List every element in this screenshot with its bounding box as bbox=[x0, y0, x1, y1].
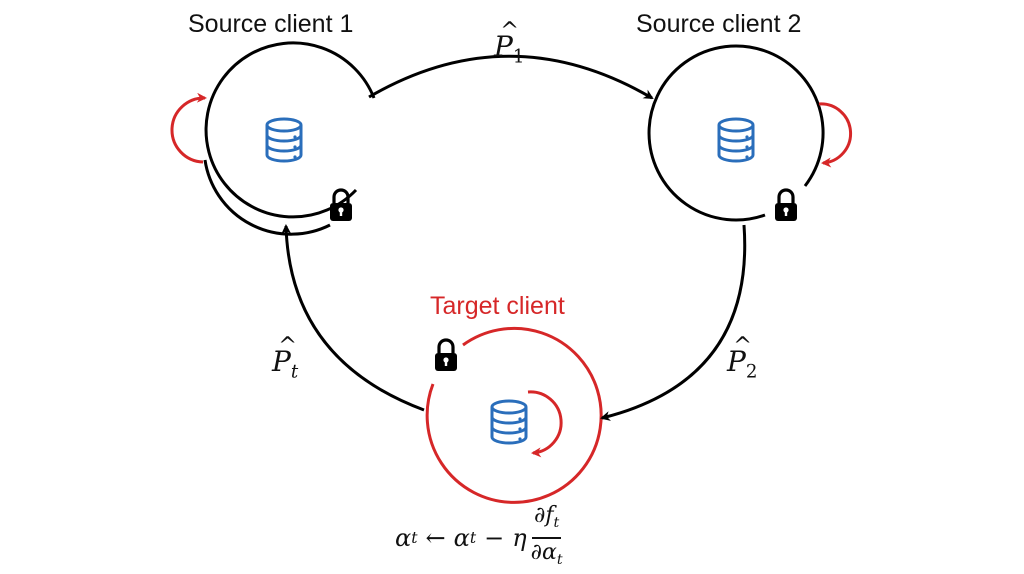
self-loop-arrow bbox=[818, 102, 853, 168]
edge-symbol: P bbox=[727, 333, 752, 378]
formula-num-sub: t bbox=[553, 515, 560, 531]
edge-subscript: 1 bbox=[512, 46, 525, 68]
database-icon bbox=[490, 399, 528, 445]
lock-icon bbox=[773, 188, 799, 223]
edge-label-p2: P2 bbox=[727, 333, 758, 383]
edge-label-p1: P1 bbox=[494, 18, 525, 68]
node-circle bbox=[204, 41, 376, 219]
label-source-client-2: Source client 2 bbox=[636, 10, 802, 38]
formula-fraction: ∂ft ∂αt bbox=[531, 502, 563, 574]
formula-rhs: α bbox=[453, 524, 470, 552]
formula-numerator: ∂ft bbox=[531, 502, 562, 539]
node-source-client-1 bbox=[170, 41, 376, 236]
formula-denominator: ∂αt bbox=[531, 539, 563, 574]
node-source-client-2 bbox=[647, 44, 853, 223]
formula-den-text: ∂α bbox=[530, 540, 557, 565]
database-icon bbox=[717, 117, 755, 163]
label-source-client-1: Source client 1 bbox=[188, 10, 354, 38]
node-circle bbox=[647, 44, 825, 222]
node-target-client bbox=[425, 326, 603, 504]
label-target-client: Target client bbox=[430, 292, 565, 320]
edge-subscript: 2 bbox=[745, 361, 758, 383]
edge-label-pt: Pt bbox=[272, 333, 299, 383]
formula-eta: η bbox=[512, 524, 527, 552]
formula-rhs-sub: t bbox=[469, 529, 477, 547]
self-loop-arrow bbox=[170, 92, 207, 164]
node-circle-arc bbox=[203, 159, 331, 236]
node-circle bbox=[425, 326, 603, 504]
self-loop-arrow bbox=[527, 390, 563, 458]
formula-den-sub: t bbox=[556, 552, 563, 568]
formula-arrow: ← bbox=[425, 524, 446, 552]
formula-minus: − bbox=[484, 524, 505, 552]
edge-p2-arrow bbox=[600, 224, 747, 421]
edge-symbol: P bbox=[272, 333, 297, 378]
edge-pt-arrow bbox=[281, 224, 425, 412]
lock-icon bbox=[328, 188, 354, 223]
edge-symbol: P bbox=[494, 18, 519, 63]
formula-lhs-sub: t bbox=[411, 529, 418, 547]
formula-num-text: ∂f bbox=[533, 503, 554, 528]
edge-subscript: t bbox=[290, 361, 299, 383]
lock-icon bbox=[433, 338, 459, 373]
database-icon bbox=[265, 117, 303, 163]
formula-lhs: α bbox=[395, 524, 412, 552]
